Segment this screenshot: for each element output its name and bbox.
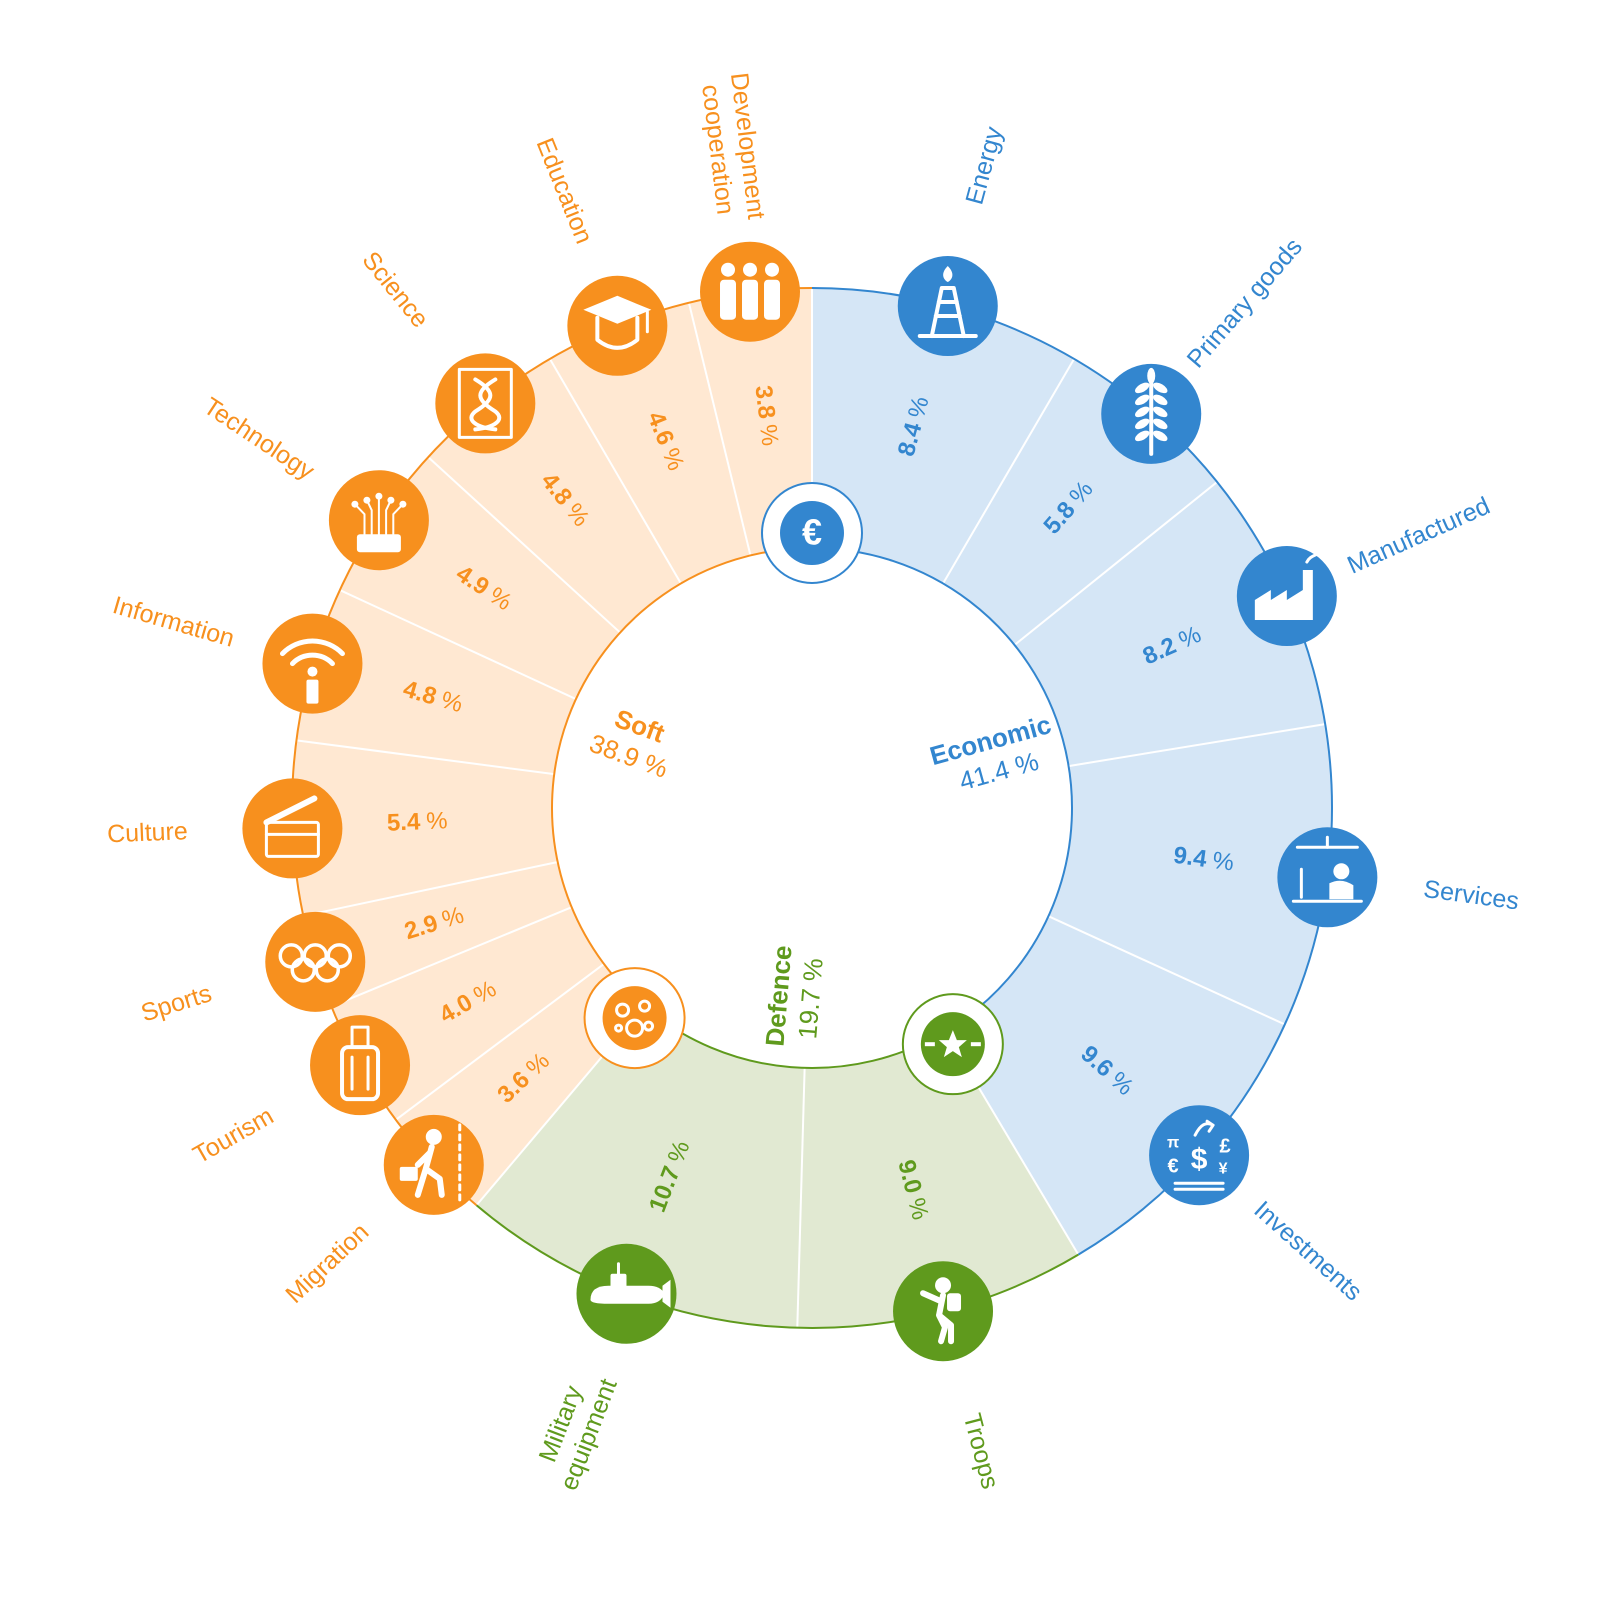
currency-icon: $ € £ ¥ π [1149, 1105, 1250, 1206]
sector-services [1048, 724, 1332, 1025]
info-icon [262, 613, 363, 714]
svg-text:π: π [1167, 1134, 1179, 1151]
category-label: Education [531, 134, 599, 248]
oil-rig-icon [897, 256, 998, 357]
sector-education [549, 302, 751, 584]
sector-military-equipment [476, 1006, 805, 1328]
dna-icon [435, 353, 536, 454]
svg-text:£: £ [1220, 1135, 1231, 1157]
sector-information [296, 590, 576, 775]
svg-text:¥: ¥ [1219, 1160, 1228, 1177]
people-group-icon [700, 241, 801, 342]
category-label: Primary goods [1182, 233, 1308, 373]
sector-divider [296, 739, 555, 776]
group-edge-soft [550, 547, 813, 1008]
sector-divider [1013, 481, 1218, 646]
category-label: Manufactured [1343, 492, 1494, 580]
sector-divider [942, 358, 1075, 584]
category-label: Migration [280, 1218, 374, 1309]
category-label: Culture [107, 817, 189, 848]
category-label: Tourism [188, 1102, 278, 1170]
sector-investments [945, 916, 1285, 1255]
olympic-rings-icon [265, 911, 366, 1012]
sector-troops [797, 1031, 1079, 1328]
value-label: 9.4% [1172, 842, 1236, 877]
category-label: Investments [1248, 1196, 1367, 1307]
group-label-economic: Economic41.4 % [926, 709, 1062, 802]
wheat-icon [1101, 363, 1202, 464]
graduation-cap-icon [567, 275, 668, 376]
group-edge-economic [811, 547, 1073, 1033]
svg-text:€: € [1168, 1155, 1179, 1177]
military-star-icon [901, 993, 1004, 1096]
category-label: Technology [198, 392, 319, 486]
sector-divider [330, 906, 573, 1008]
sector-divider [339, 589, 577, 700]
value-label: 5.4% [386, 808, 448, 837]
sector-divider [1047, 915, 1286, 1026]
factory-icon [1236, 546, 1337, 647]
sector-energy [812, 288, 1075, 584]
category-label: Militaryequipment [526, 1364, 622, 1494]
group-layer: € Economic41.4 % Defence19.7 % Soft38.9 % [583, 482, 1062, 1096]
icon-layer: $ € £ ¥ π [242, 241, 1378, 1362]
group-edge-economic [811, 287, 1333, 1256]
submarine-icon [576, 1243, 677, 1344]
sector-divider [303, 860, 558, 917]
sector-sports [303, 861, 572, 1007]
group-label-defence: Defence19.7 % [759, 944, 829, 1050]
sector-divider [395, 963, 605, 1121]
svg-text:$: $ [1191, 1143, 1208, 1176]
suitcase-icon [310, 1015, 411, 1116]
sector-divider [796, 1067, 806, 1328]
category-label: Science [356, 246, 434, 333]
office-worker-icon [1277, 827, 1378, 928]
sector-culture [292, 740, 558, 916]
value-label: 3.8% [749, 384, 783, 448]
soldier-icon [893, 1261, 994, 1362]
sector-manufactured [1014, 481, 1326, 767]
group-edge-defence [475, 1204, 1079, 1329]
migrant-icon [383, 1114, 484, 1215]
category-label: Information [110, 591, 238, 653]
category-label: Developmentcooperation [696, 71, 771, 224]
sector-divider [687, 302, 752, 556]
clapperboard-icon [242, 778, 343, 879]
category-label: Troops [958, 1410, 1004, 1491]
category-label: Sports [138, 979, 215, 1027]
group-label-soft: Soft38.9 % [586, 698, 683, 784]
category-label: Services [1422, 875, 1521, 916]
sector-development-cooperation [688, 288, 812, 556]
globe-icon [583, 967, 686, 1070]
circuit-icon [328, 470, 429, 571]
category-label: Energy [960, 123, 1008, 207]
euro-icon: € [761, 482, 863, 584]
divider-layer [296, 288, 1326, 1328]
sector-divider [549, 358, 682, 584]
sector-divider [1068, 723, 1326, 768]
svg-text:€: € [802, 512, 822, 553]
sector-divider [427, 456, 621, 634]
